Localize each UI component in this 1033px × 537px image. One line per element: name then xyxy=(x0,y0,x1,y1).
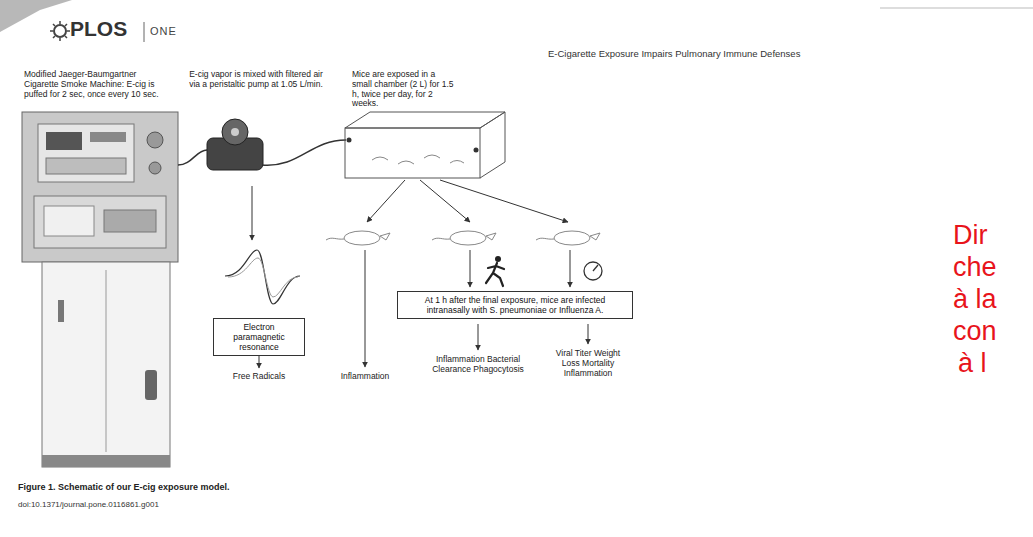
mouse xyxy=(432,231,496,245)
machine-display xyxy=(46,132,82,150)
outcome-text: Free Radicals xyxy=(214,372,304,382)
box-text: At 1 h after the final exposure, mice ar… xyxy=(403,295,627,315)
slide-text: con xyxy=(953,316,997,347)
box-text: Electron paramagnetic resonance xyxy=(219,322,299,352)
arrow xyxy=(478,324,479,350)
logo-rays xyxy=(50,21,70,41)
slide-text: Dir xyxy=(953,220,988,251)
outcome-text: Inflammation Bacterial Clearance Phagocy… xyxy=(430,355,526,375)
slide-text: à l xyxy=(958,348,987,379)
chamber-top xyxy=(345,112,505,128)
machine-top xyxy=(22,112,178,262)
arrow xyxy=(365,250,366,367)
mouse-head-tail xyxy=(432,233,496,240)
arrow xyxy=(440,180,568,222)
machine-deck xyxy=(34,196,166,248)
outcome-text: Viral Titer Weight Loss Mortality Inflam… xyxy=(554,349,622,378)
slide-text: à la xyxy=(953,284,997,315)
machine-cabinet xyxy=(42,262,170,467)
cabinet-door xyxy=(106,270,107,452)
journal-logo: ONE xyxy=(150,25,177,38)
machine-part xyxy=(104,210,156,232)
machine-knob xyxy=(147,132,163,148)
pump-hub xyxy=(231,128,239,136)
pump-caption: E-cig vapor is mixed with filtered air v… xyxy=(186,70,326,90)
cabinet-handle xyxy=(58,300,64,322)
chamber-caption: Mice are exposed in a small chamber (2 L… xyxy=(352,70,456,109)
mouse xyxy=(536,231,600,245)
mouse-head-tail xyxy=(326,233,390,240)
machine-knob xyxy=(149,162,161,174)
logo-icon xyxy=(54,25,66,37)
process-box: Electron paramagnetic resonance xyxy=(213,318,305,356)
journal-logo: PLOS xyxy=(70,17,127,41)
machine-panel xyxy=(38,124,134,182)
pump-head xyxy=(222,119,248,145)
machine-part xyxy=(44,206,94,236)
logo-divider xyxy=(144,22,145,42)
outcome-text: Inflammation xyxy=(320,372,410,382)
machine-keys xyxy=(46,158,126,174)
arrow xyxy=(570,250,571,287)
chamber-side xyxy=(480,112,505,178)
arrow xyxy=(367,180,405,222)
arrow xyxy=(252,186,253,240)
mouse-body xyxy=(450,231,486,245)
mouse xyxy=(326,231,390,245)
tube xyxy=(262,140,346,165)
chamber-mice xyxy=(372,155,464,164)
mouse-head-tail xyxy=(536,233,600,240)
slide-text: che xyxy=(953,252,997,283)
arrow xyxy=(588,324,589,344)
cabinet-base xyxy=(42,455,170,467)
mouse-body xyxy=(344,231,380,245)
icon-head xyxy=(495,256,501,262)
mouse-body xyxy=(554,231,590,245)
arrow xyxy=(470,250,471,287)
icon-body xyxy=(486,263,504,286)
machine-bottle xyxy=(145,370,157,400)
running-header: E-Cigarette Exposure Impairs Pulmonary I… xyxy=(548,49,800,60)
header-rule xyxy=(880,8,1033,9)
chamber-port xyxy=(474,148,479,153)
gauge-icon xyxy=(584,262,602,280)
doi-text: doi:10.1371/journal.pone.0116861.g001 xyxy=(18,500,159,509)
epr-spectrum xyxy=(228,258,298,297)
running-icon xyxy=(486,256,504,286)
figure-caption: Figure 1. Schematic of our E-cig exposur… xyxy=(18,482,230,492)
arrow xyxy=(420,180,470,222)
chamber-port xyxy=(347,138,352,143)
scan-shadow xyxy=(0,0,72,32)
epr-spectrum xyxy=(225,250,300,304)
chamber-front xyxy=(345,128,480,178)
gauge-dial xyxy=(584,262,602,280)
gauge-needle xyxy=(593,265,598,271)
machine-caption: Modified Jaeger-Baumgartner Cigarette Sm… xyxy=(24,70,164,99)
tube xyxy=(178,150,207,165)
process-box: At 1 h after the final exposure, mice ar… xyxy=(397,291,633,319)
machine-display xyxy=(90,132,126,142)
